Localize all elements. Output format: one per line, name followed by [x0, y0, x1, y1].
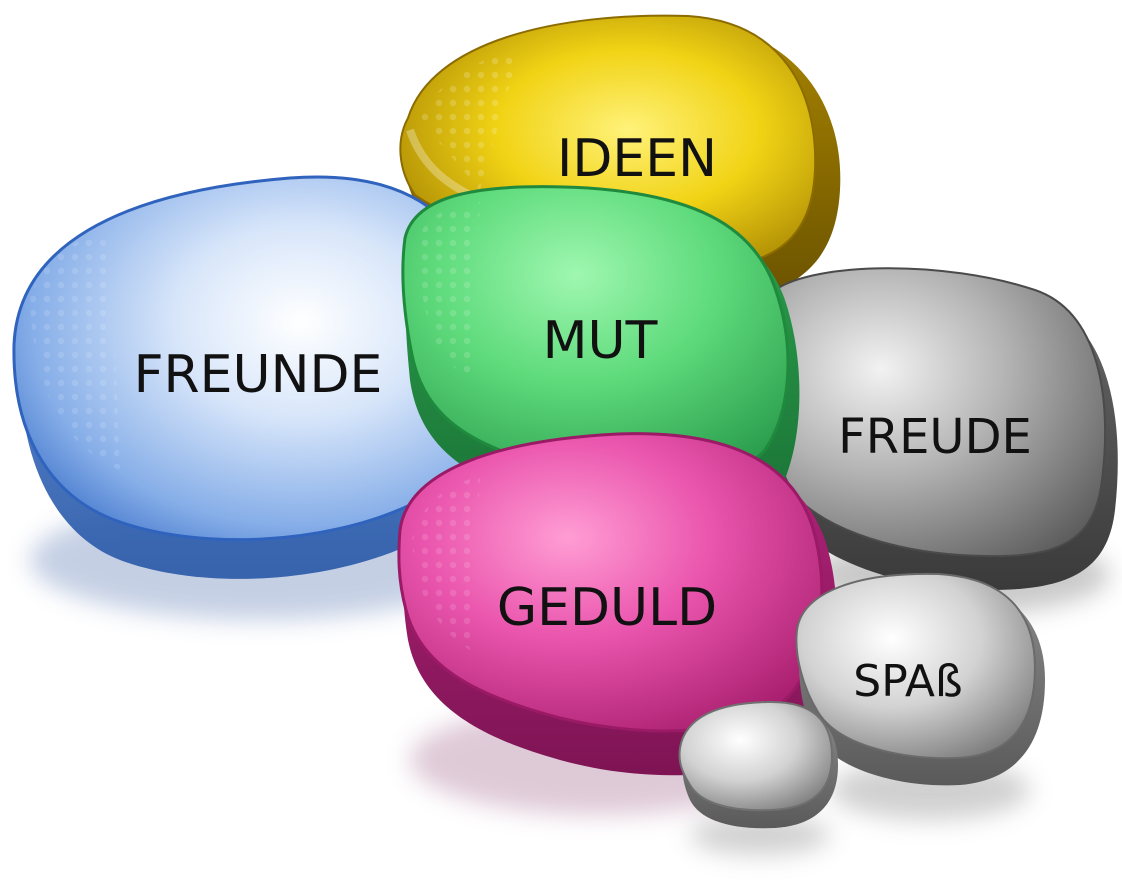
stone-spass: [795, 572, 1045, 786]
label-freunde: FREUNDE: [134, 345, 383, 405]
label-mut: MUT: [543, 311, 658, 371]
label-geduld: GEDULD: [497, 578, 717, 638]
stone-freunde: [12, 175, 503, 579]
label-freude: FREUDE: [838, 409, 1032, 465]
stone-freude: [759, 267, 1118, 590]
label-spass: SPAß: [853, 656, 962, 707]
label-ideen: IDEEN: [557, 129, 717, 189]
stone-mut: [401, 185, 800, 521]
stone-small: [678, 700, 838, 829]
stone-geduld: [397, 432, 837, 776]
